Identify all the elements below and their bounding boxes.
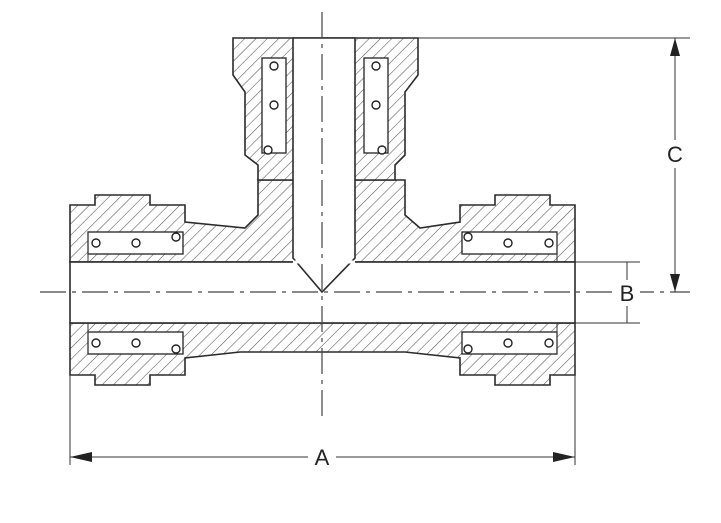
dimension-c: C xyxy=(418,37,690,292)
branch-bore xyxy=(292,37,356,294)
o-ring xyxy=(371,100,381,110)
dimension-b-label: B xyxy=(620,281,635,306)
right-end-fitting xyxy=(461,231,558,355)
o-ring xyxy=(171,344,181,354)
o-ring xyxy=(463,344,473,354)
o-ring xyxy=(131,338,141,348)
o-ring xyxy=(91,238,101,248)
o-ring xyxy=(131,238,141,248)
dimension-a-label: A xyxy=(315,445,330,470)
left-end-fitting xyxy=(87,231,184,355)
o-ring xyxy=(269,61,279,71)
o-ring xyxy=(377,145,387,155)
top-end-fitting xyxy=(261,57,389,155)
dimension-b: B xyxy=(575,261,640,324)
o-ring xyxy=(269,100,279,110)
o-ring xyxy=(544,338,554,348)
o-ring xyxy=(91,338,101,348)
o-ring xyxy=(371,61,381,71)
o-ring xyxy=(263,145,273,155)
dimension-c-label: C xyxy=(667,142,683,167)
o-ring xyxy=(503,238,513,248)
o-ring xyxy=(544,238,554,248)
o-ring xyxy=(171,232,181,242)
o-ring xyxy=(463,232,473,242)
o-ring xyxy=(503,338,513,348)
bore xyxy=(69,37,576,324)
dimension-a: A xyxy=(69,323,576,470)
run-body-lower xyxy=(69,322,576,386)
centerlines xyxy=(40,12,690,420)
